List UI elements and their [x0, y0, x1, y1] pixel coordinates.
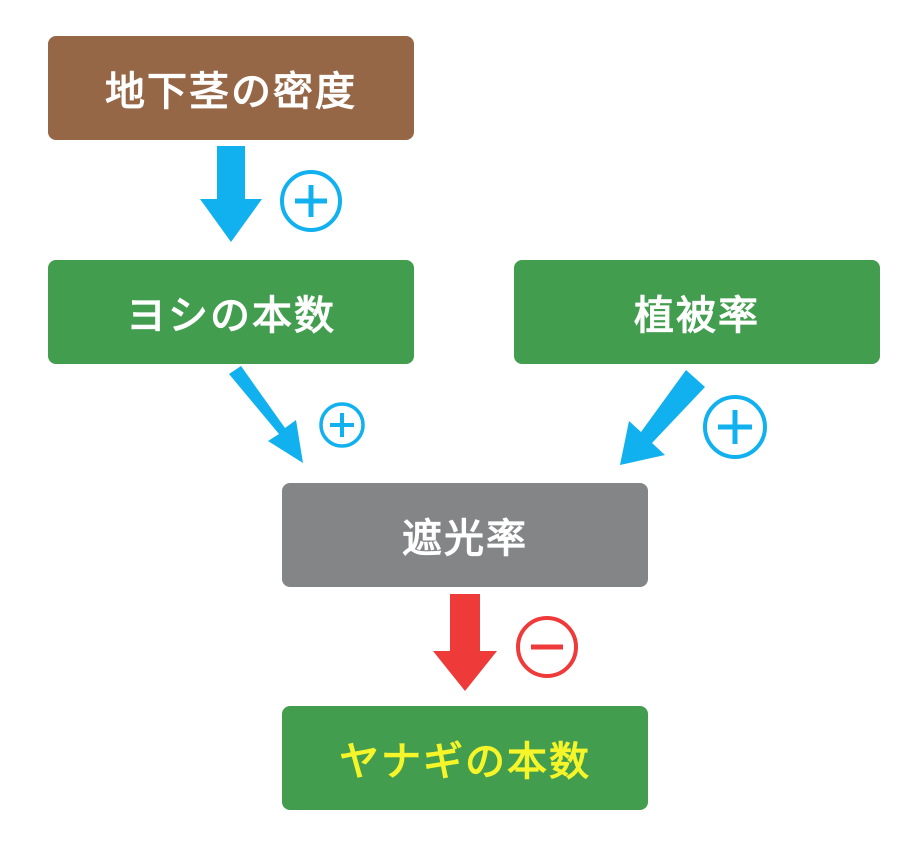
positive-sign-icon — [703, 395, 767, 459]
node-vegetation-cover: 植被率 — [514, 260, 880, 364]
arrow-reed-to-shading — [229, 366, 303, 463]
positive-sign-icon — [319, 402, 365, 448]
node-reed-count: ヨシの本数 — [48, 260, 414, 364]
node-rhizome-density: 地下茎の密度 — [48, 36, 414, 140]
node-shading-rate: 遮光率 — [282, 483, 648, 587]
positive-sign-icon — [280, 170, 342, 232]
node-shading-rate-label: 遮光率 — [402, 516, 528, 562]
arrow-cover-to-shading — [620, 370, 705, 465]
arrow-rhizome-to-reed — [200, 146, 262, 242]
node-rhizome-density-label: 地下茎の密度 — [105, 69, 357, 115]
node-willow-count-label: ヤナギの本数 — [339, 739, 591, 785]
node-vegetation-cover-label: 植被率 — [634, 293, 760, 339]
node-willow-count: ヤナギの本数 — [282, 706, 648, 810]
negative-sign-icon — [516, 616, 578, 678]
arrow-shading-to-willow — [433, 594, 497, 691]
node-reed-count-label: ヨシの本数 — [126, 293, 336, 339]
